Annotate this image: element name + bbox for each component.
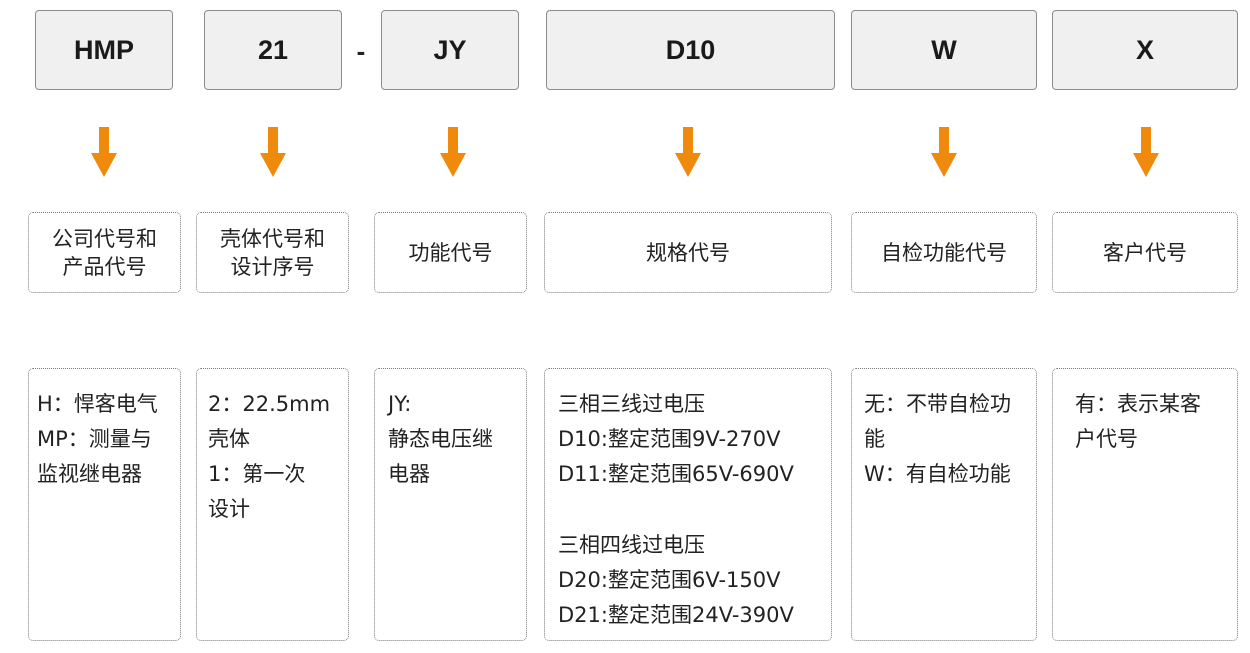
desc-line: 无：不带自检功 <box>864 392 1011 416</box>
label-function-code: 功能代号 <box>374 212 527 293</box>
label-self-check-code: 自检功能代号 <box>851 212 1037 293</box>
desc-line: 监视继电器 <box>37 462 142 486</box>
desc-self-check: 无：不带自检功 能 W：有自检功能 <box>851 368 1037 641</box>
desc-line: D20:整定范围6V-150V <box>558 568 781 592</box>
code-text: X <box>1135 34 1154 65</box>
desc-gap <box>558 492 823 528</box>
desc-line: JY: <box>388 392 412 416</box>
desc-line: 有：表示某客 <box>1075 392 1201 416</box>
code-box-d10: D10 <box>546 10 835 90</box>
down-arrow-icon <box>931 127 957 177</box>
label-housing-design-code: 壳体代号和设计序号 <box>196 212 349 293</box>
desc-line: 三相四线过电压 <box>558 533 705 557</box>
desc-line: 2：22.5mm <box>208 392 331 416</box>
down-arrow-icon <box>1133 127 1159 177</box>
label-line: 产品代号 <box>62 254 147 279</box>
label-company-product-code: 公司代号和产品代号 <box>28 212 181 293</box>
code-box-jy: JY <box>381 10 519 90</box>
desc-line: 能 <box>864 427 885 451</box>
code-text: D10 <box>665 34 716 65</box>
desc-line: 壳体 <box>208 427 250 451</box>
code-box-w: W <box>851 10 1037 90</box>
label-line: 规格代号 <box>646 240 730 265</box>
desc-line: 静态电压继 <box>388 427 493 451</box>
desc-line: 户代号 <box>1075 427 1138 451</box>
down-arrow-icon <box>675 127 701 177</box>
desc-customer: 有：表示某客 户代号 <box>1052 368 1238 641</box>
desc-line: H：悍客电气 <box>37 392 158 416</box>
label-line: 设计序号 <box>230 254 315 279</box>
desc-function: JY: 静态电压继 电器 <box>374 368 527 641</box>
code-text: 21 <box>257 34 289 65</box>
code-text: W <box>931 34 957 65</box>
down-arrow-icon <box>440 127 466 177</box>
code-text: JY <box>433 34 467 65</box>
desc-line: D21:整定范围24V-390V <box>558 603 794 627</box>
desc-line: 设计 <box>208 497 250 521</box>
code-box-hmp: HMP <box>35 10 173 90</box>
label-line: 功能代号 <box>408 240 493 265</box>
down-arrow-icon <box>91 127 117 177</box>
desc-line: D11:整定范围65V-690V <box>558 462 794 486</box>
code-text: HMP <box>74 34 134 65</box>
desc-line: 1：第一次 <box>208 462 306 486</box>
label-customer-code: 客户代号 <box>1052 212 1238 293</box>
desc-line: 电器 <box>388 462 430 486</box>
label-line: 自检功能代号 <box>881 240 1007 265</box>
down-arrow-icon <box>260 127 286 177</box>
desc-line: 三相三线过电压 <box>558 392 705 416</box>
desc-line: MP：测量与 <box>37 427 152 451</box>
desc-company-product: H：悍客电气 MP：测量与 监视继电器 <box>28 368 181 641</box>
desc-line: W：有自检功能 <box>864 462 1011 486</box>
desc-line: D10:整定范围9V-270V <box>558 427 781 451</box>
label-line: 壳体代号和 <box>220 226 325 251</box>
label-line: 公司代号和 <box>52 226 157 251</box>
code-box-x: X <box>1052 10 1238 90</box>
label-spec-code: 规格代号 <box>544 212 832 293</box>
desc-spec: 三相三线过电压 D10:整定范围9V-270V D11:整定范围65V-690V… <box>544 368 832 641</box>
code-box-21: 21 <box>204 10 342 90</box>
desc-housing-design: 2：22.5mm 壳体 1：第一次 设计 <box>196 368 349 641</box>
separator-dash: - <box>356 36 366 66</box>
label-line: 客户代号 <box>1103 240 1187 265</box>
